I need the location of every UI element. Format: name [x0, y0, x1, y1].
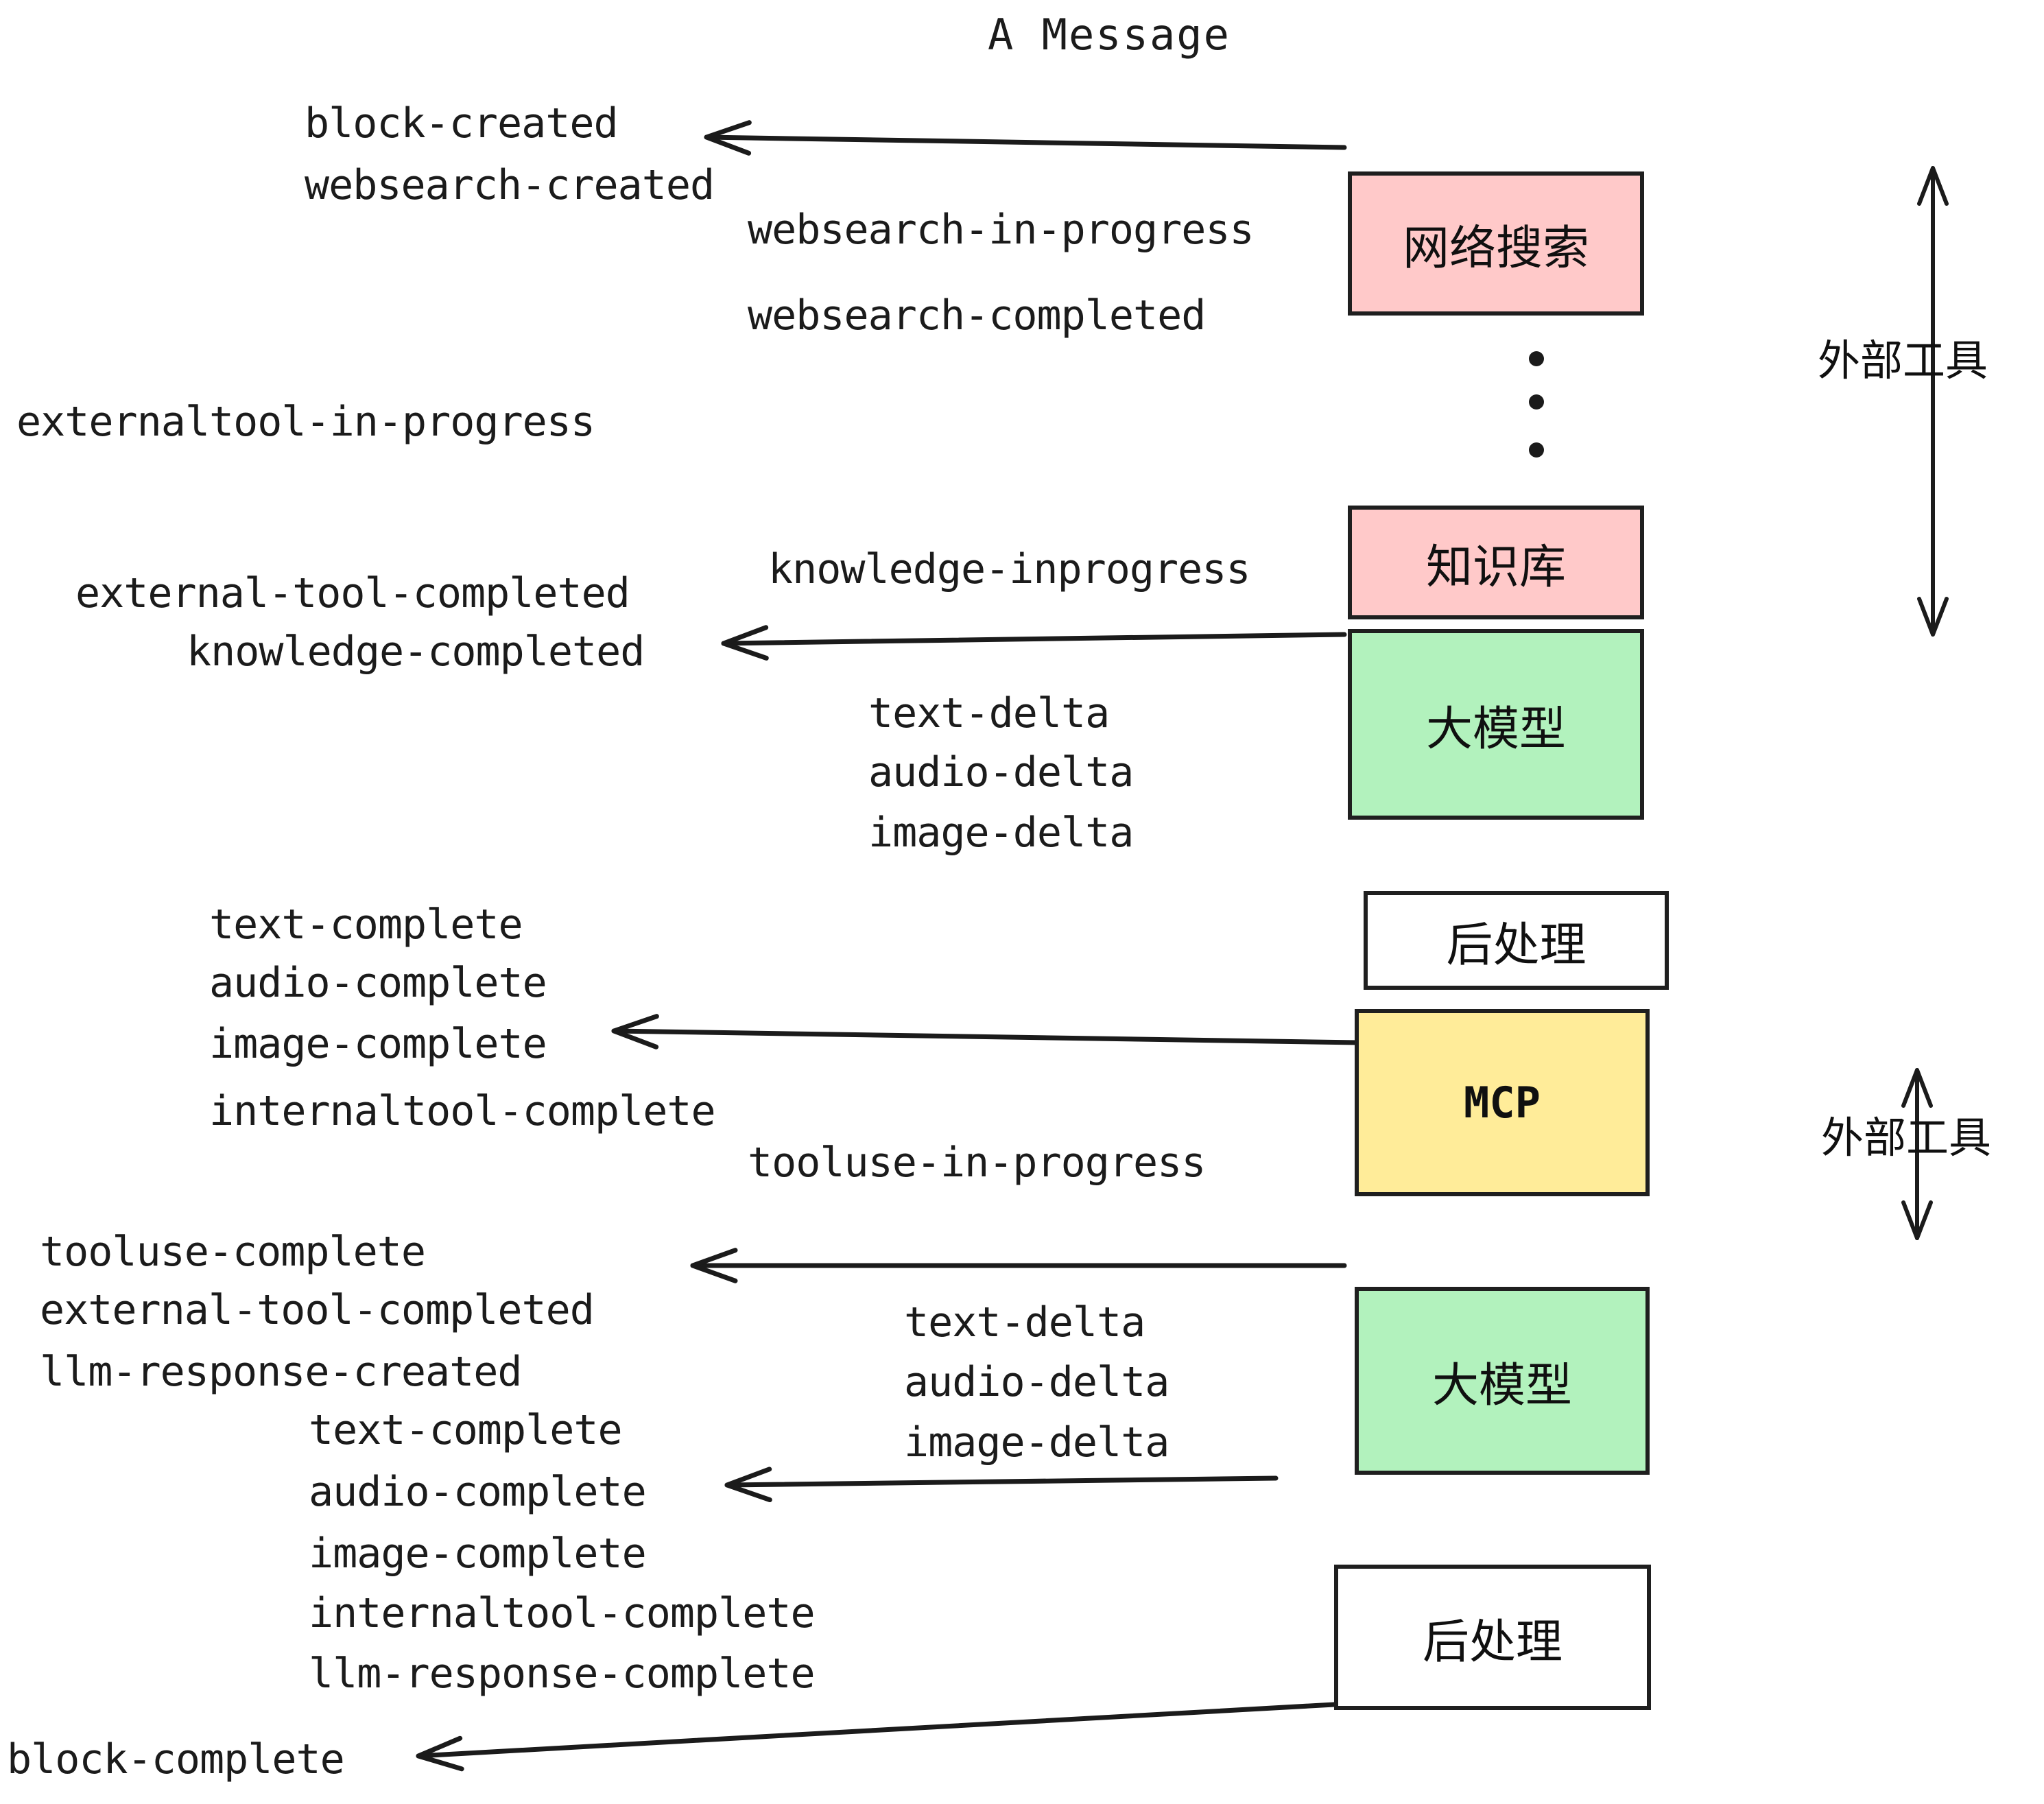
box-label: 大模型 [1425, 702, 1566, 757]
event-label-text-complete-1: text-complete [209, 901, 523, 949]
arrow-llm2-to-audio-complete [724, 1467, 1279, 1503]
arrow-llm2-to-tooluse-complete [690, 1248, 1347, 1283]
page-title: A Message [988, 10, 1231, 60]
box-knowledge: 知识库 [1348, 506, 1644, 619]
ellipsis-dot-1 [1529, 351, 1544, 366]
event-label-image-delta-1: image-delta [868, 809, 1134, 857]
box-label: 后处理 [1422, 1615, 1562, 1670]
event-label-tooluse-in-progress: tooluse-in-progress [748, 1139, 1206, 1187]
box-postprocess-1: 后处理 [1364, 891, 1669, 990]
arrow-knowledge-to-knowledge-completed [721, 625, 1347, 661]
event-label-audio-delta-2: audio-delta [904, 1358, 1169, 1406]
event-label-knowledge-inprogress: knowledge-inprogress [768, 545, 1250, 593]
event-label-audio-delta-1: audio-delta [868, 748, 1134, 796]
event-label-internaltool-complete-2: internaltool-complete [309, 1589, 816, 1637]
box-llm-1: 大模型 [1348, 629, 1644, 820]
box-label: 知识库 [1425, 540, 1566, 595]
arrow-websearch-to-block-created [704, 120, 1347, 156]
box-postprocess-2: 后处理 [1334, 1565, 1651, 1710]
event-label-externaltool-in-progress: externaltool-in-progress [16, 398, 595, 446]
side-label-external-tools-top: 外部工具 [1818, 335, 1988, 385]
event-label-websearch-completed: websearch-completed [748, 292, 1206, 340]
event-label-text-complete-2: text-complete [309, 1406, 623, 1454]
event-label-tooluse-complete: tooluse-complete [40, 1228, 426, 1276]
event-label-internaltool-complete-1: internaltool-complete [209, 1087, 716, 1135]
box-mcp: MCP [1355, 1009, 1650, 1196]
event-label-text-delta-2: text-delta [904, 1298, 1145, 1346]
event-label-websearch-in-progress: websearch-in-progress [748, 206, 1255, 254]
event-label-block-complete: block-complete [7, 1735, 345, 1783]
event-label-llm-response-created: llm-response-created [40, 1348, 522, 1396]
event-label-external-tool-completed-2: external-tool-completed [40, 1286, 595, 1334]
external-tools-range-top [1917, 166, 1949, 637]
arrow-mcp-to-image-complete [611, 1014, 1361, 1049]
box-label: 网络搜索 [1402, 221, 1589, 276]
arrow-postprocess2-to-block-complete [416, 1702, 1337, 1772]
event-label-text-delta-1: text-delta [868, 689, 1110, 737]
box-websearch: 网络搜索 [1348, 171, 1644, 316]
event-label-audio-complete-1: audio-complete [209, 959, 547, 1007]
box-label: 大模型 [1431, 1358, 1572, 1413]
external-tools-range-top-down-head [1917, 597, 1949, 637]
event-label-llm-response-complete: llm-response-complete [309, 1650, 816, 1698]
event-label-image-complete-2: image-complete [309, 1530, 647, 1578]
side-label-external-tools-bottom: 外部工具 [1821, 1113, 1992, 1163]
event-label-image-complete-1: image-complete [209, 1020, 547, 1068]
ellipsis-dot-2 [1529, 394, 1544, 410]
event-label-websearch-created: websearch-created [305, 161, 715, 209]
ellipsis-dot-3 [1529, 442, 1544, 458]
event-label-block-created: block-created [305, 99, 619, 147]
event-label-external-tool-completed-1: external-tool-completed [75, 569, 630, 617]
event-label-image-delta-2: image-delta [904, 1419, 1169, 1467]
box-label: MCP [1464, 1078, 1541, 1128]
event-label-knowledge-completed: knowledge-completed [187, 628, 645, 676]
box-llm-2: 大模型 [1355, 1287, 1650, 1475]
event-label-audio-complete-2: audio-complete [309, 1468, 647, 1516]
box-label: 后处理 [1446, 918, 1587, 973]
